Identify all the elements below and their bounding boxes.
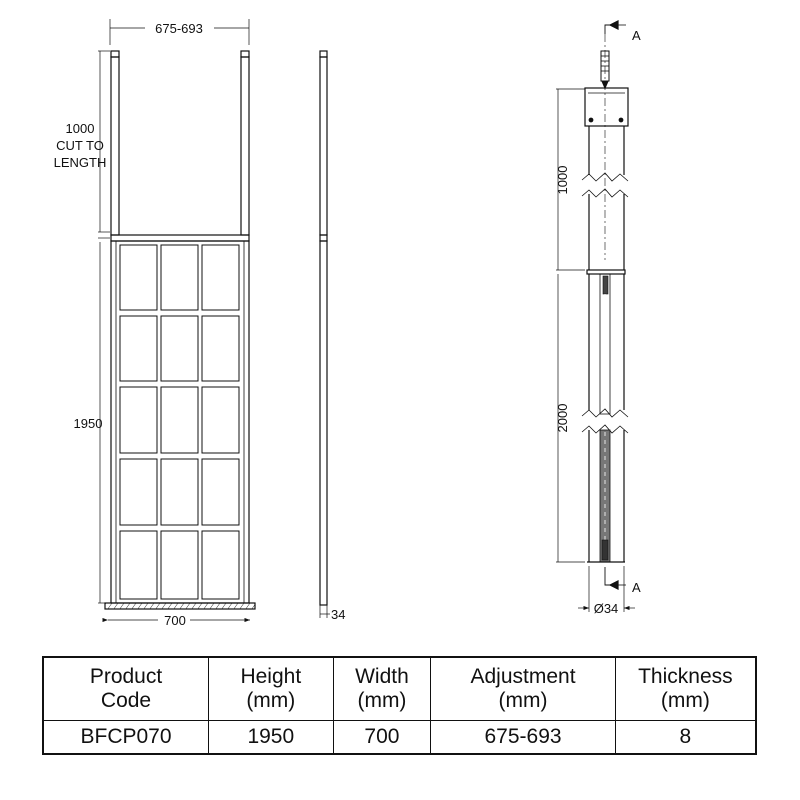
technical-drawing: 675-693 1000 CUT TO LENGTH 1950 700 34	[54, 19, 641, 628]
upper-dim-label: 1000	[555, 166, 570, 195]
floor-hatch	[104, 602, 256, 610]
side-view	[319, 50, 330, 618]
header-width: Width(mm)	[332, 656, 432, 721]
thickness-dim-label: 34	[331, 607, 345, 622]
panel-width-dim-label: 700	[164, 613, 186, 628]
header-adjustment: Adjustment(mm)	[430, 656, 616, 721]
adjustment-dim-label: 675-693	[155, 21, 203, 36]
section-view	[556, 20, 635, 612]
top-rail	[110, 234, 250, 242]
header-height: Height(mm)	[208, 656, 334, 721]
adjustment-dimension	[109, 19, 250, 45]
section-marker-bottom: A	[632, 580, 641, 595]
cell-adjustment: 675-693	[430, 720, 616, 755]
cell-thickness: 8	[614, 720, 757, 755]
panel-height-dim-label: 1950	[74, 416, 103, 431]
glass-grid	[119, 244, 240, 600]
diameter-dim-label: Ø34	[594, 601, 619, 616]
section-marker-top: A	[632, 28, 641, 43]
arm-length-dim-label-3: LENGTH	[54, 155, 107, 170]
header-thickness: Thickness(mm)	[614, 656, 757, 721]
lower-dim-label: 2000	[555, 404, 570, 433]
arm-length-dim-label-2: CUT TO	[56, 138, 104, 153]
arm-length-dim-label-1: 1000	[66, 121, 95, 136]
cell-width: 700	[332, 720, 432, 755]
ceiling-support-arms	[110, 50, 250, 236]
panel-frame	[110, 240, 250, 604]
cell-height: 1950	[208, 720, 334, 755]
cell-product-code: BFCP070	[42, 720, 210, 755]
front-view	[98, 19, 256, 623]
table-row: BFCP070 1950 700 675-693 8	[42, 720, 757, 755]
